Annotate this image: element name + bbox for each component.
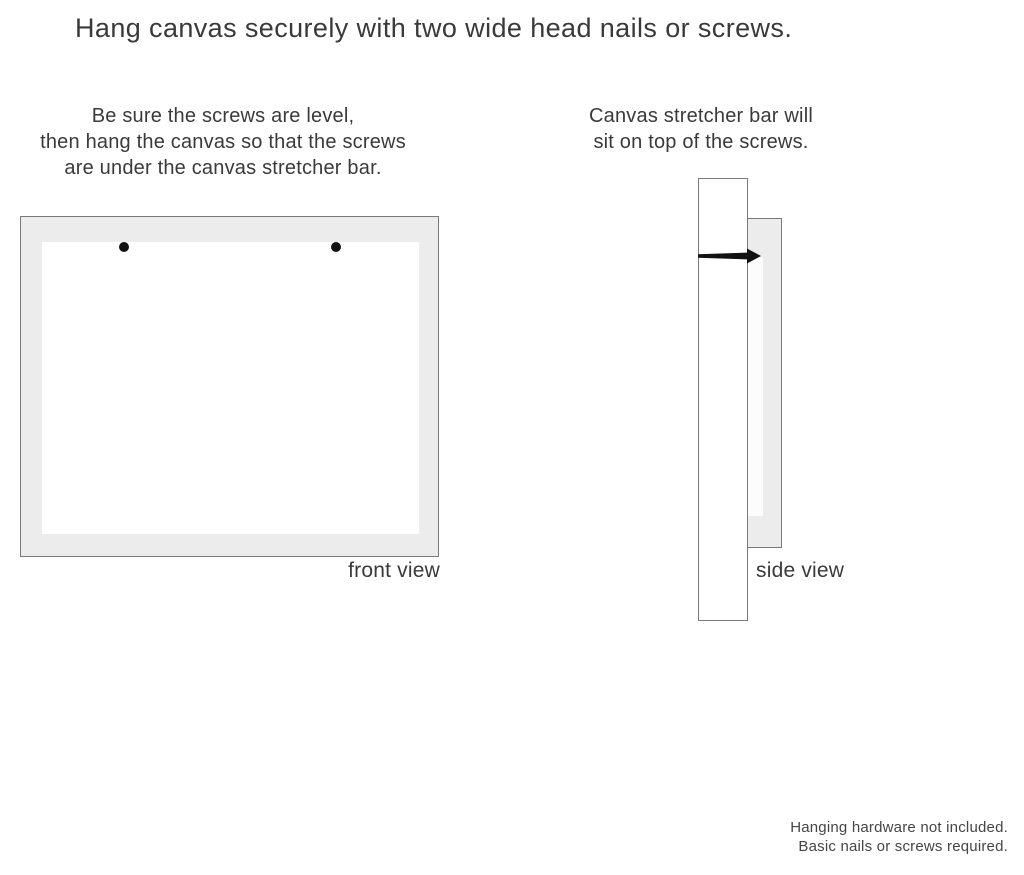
side-view-canvas-edge	[746, 218, 782, 548]
front-view-canvas-frame	[20, 216, 439, 557]
nail-head-dot-left	[119, 242, 129, 252]
front-view-canvas-face	[42, 242, 419, 534]
instruction-line: are under the canvas stretcher bar.	[64, 157, 382, 179]
nail-icon	[698, 248, 761, 264]
side-view-label: side view	[756, 559, 845, 582]
instruction-line: then hang the canvas so that the screws	[40, 131, 406, 153]
page-title: Hang canvas securely with two wide head …	[75, 13, 793, 43]
footer-line: Basic nails or screws required.	[798, 838, 1008, 855]
side-view-stretcher-bar	[698, 178, 748, 621]
nail-shaft	[698, 252, 747, 260]
nail-head	[747, 248, 761, 264]
instruction-line: sit on top of the screws.	[593, 131, 809, 153]
side-view-instructions: Canvas stretcher bar will sit on top of …	[570, 103, 832, 155]
side-view-canvas-face-strip	[748, 257, 763, 516]
footer-note: Hanging hardware not included. Basic nai…	[790, 818, 1008, 856]
footer-line: Hanging hardware not included.	[790, 819, 1008, 836]
instruction-line: Be sure the screws are level,	[91, 105, 355, 127]
front-view-instructions: Be sure the screws are level, then hang …	[33, 103, 413, 181]
instruction-line: Canvas stretcher bar will	[589, 105, 813, 127]
front-view-label: front view	[348, 559, 440, 582]
nail-head-dot-right	[331, 242, 341, 252]
